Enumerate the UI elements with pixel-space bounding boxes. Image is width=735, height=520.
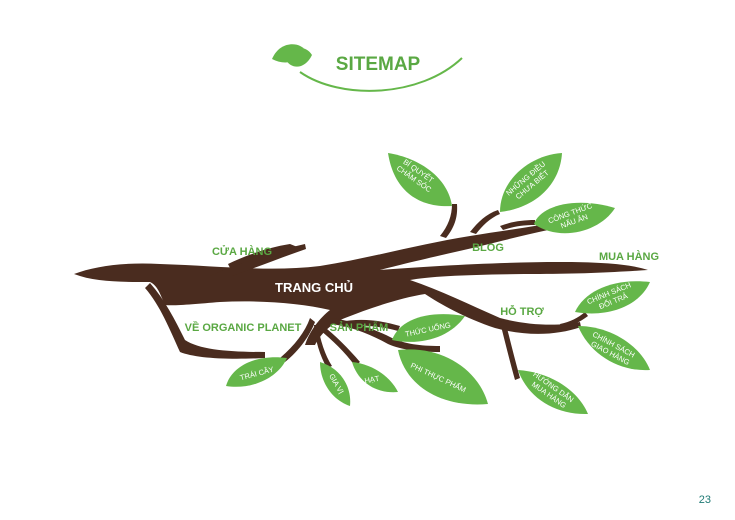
leaf-bi-quyet: BÍ QUYẾT CHĂM SÓC [388,153,452,207]
leaf-trai-cay: TRÁI CÂY [226,357,287,387]
page-number: 23 [698,494,711,506]
leaf-chinh-sach-doi-tra: CHÍNH SÁCH ĐỔI TRẢ [575,280,650,314]
leaf-huong-dan: HƯỚNG DẪN MUA HÀNG [518,370,588,415]
branch-label-san-pham: SẢN PHẨM [330,321,389,334]
leaf-nhung-dieu: NHỮNG ĐIỀU CHƯA BIẾT [500,153,562,212]
leaf-thuc-uong: THỨC UỐNG [392,314,465,342]
branch-label-ho-tro: HỖ TRỢ [500,305,544,318]
title-swoosh [299,57,463,92]
branch-label-mua-hang: MUA HÀNG [599,250,659,263]
leaf-phi-thuc-pham: PHI THỰC PHẨM [398,349,488,405]
page-title: SITEMAP [336,54,421,75]
branch-label-ve-organic: VỀ ORGANIC PLANET [185,321,302,334]
leaf-cong-thuc: CÔNG THỨC NẤU ĂN [534,201,615,234]
branch-label-blog: BLOG [472,242,504,254]
title-leaf-icon [272,44,312,67]
tree-trunk [74,204,648,380]
leaf-hat-line1: HẠT [364,374,381,386]
leaf-gia-vi: GIA VỊ [320,362,351,406]
root-label: TRANG CHỦ [275,280,353,295]
leaf-hat: HẠT [352,362,398,393]
svg-text:HẠT: HẠT [364,374,381,386]
leaf-chinh-sach-giao-hang: CHÍNH SÁCH GIAO HÀNG [578,326,650,371]
branch-label-cua-hang: CỬA HÀNG [212,245,272,258]
